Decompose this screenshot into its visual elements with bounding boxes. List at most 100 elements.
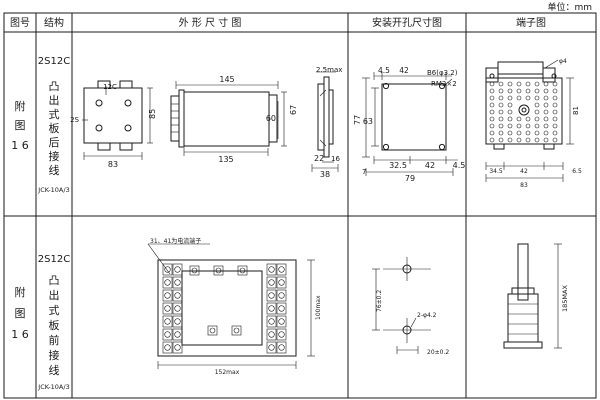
terminal-pin — [489, 109, 495, 115]
svg-text:接: 接 — [49, 349, 60, 362]
terminal-pin — [543, 95, 549, 101]
row1-terminal-drawing — [485, 59, 574, 182]
svg-text:线: 线 — [49, 363, 60, 377]
row1-front-dim-height: 85 — [148, 109, 157, 119]
terminal-pin — [507, 88, 513, 94]
terminal-pin — [525, 88, 531, 94]
terminal-cell — [189, 265, 200, 276]
terminal-screw — [164, 279, 171, 286]
terminal-cell — [162, 341, 173, 354]
terminal-cell — [276, 276, 287, 289]
terminal-pin — [489, 102, 495, 108]
terminal-pin — [525, 123, 531, 129]
row1-side-dim-h2: 67 — [289, 105, 298, 115]
terminal-screw — [174, 305, 181, 312]
terminal-pin — [534, 137, 540, 143]
terminal-cell — [266, 302, 277, 315]
row1-cut-rm: RM2×2 — [431, 80, 457, 88]
row2-fig-line3: 1 6 — [11, 328, 29, 341]
terminal-pin — [507, 102, 513, 108]
terminal-screw — [164, 331, 171, 338]
terminal-screw — [278, 318, 285, 325]
terminal-cell — [237, 265, 248, 276]
terminal-pin — [516, 81, 522, 87]
terminal-screw — [164, 318, 171, 325]
terminal-pin — [516, 130, 522, 136]
terminal-pin — [552, 88, 558, 94]
terminal-pin — [489, 116, 495, 122]
terminal-cell — [276, 315, 287, 328]
row2-side-view — [503, 243, 562, 349]
terminal-cell — [266, 341, 277, 354]
header-structure: 结构 — [44, 16, 64, 29]
terminal-screw — [209, 327, 216, 334]
terminal-pin — [498, 109, 504, 115]
row1-cut-dim-left: 7 — [362, 168, 366, 176]
terminal-pin — [516, 123, 522, 129]
terminal-screw — [268, 305, 275, 312]
row1-cut-dim-t2: 42 — [399, 66, 409, 75]
terminal-cell — [266, 276, 277, 289]
terminal-pin — [552, 81, 558, 87]
terminal-screw — [174, 344, 181, 351]
terminal-screw — [278, 331, 285, 338]
terminal-screw — [278, 279, 285, 286]
row1-front-dim-top: 12C — [103, 83, 117, 91]
terminal-pin — [525, 137, 531, 143]
terminal-cell — [172, 328, 183, 341]
row2-fig-line1: 附 — [15, 285, 26, 299]
svg-text:式: 式 — [49, 108, 60, 121]
terminal-screw — [174, 266, 181, 273]
terminal-pin — [525, 130, 531, 136]
row2-cutout-drawing — [372, 257, 431, 354]
terminal-pin — [507, 81, 513, 87]
terminal-pin — [552, 137, 558, 143]
row1-front-dim-left: 2S — [70, 116, 79, 124]
terminal-cell — [266, 328, 277, 341]
terminal-pin — [534, 130, 540, 136]
terminal-pin — [543, 137, 549, 143]
terminal-pin — [543, 109, 549, 115]
row1-fig-line3: 1 6 — [11, 139, 29, 152]
terminal-pin — [552, 102, 558, 108]
terminal-cell — [162, 276, 173, 289]
terminal-cell — [172, 276, 183, 289]
terminal-pin — [552, 95, 558, 101]
terminal-screw — [233, 327, 240, 334]
row1-model: 2S12C — [38, 56, 70, 67]
terminal-cell — [276, 341, 287, 354]
terminal-cell — [266, 315, 277, 328]
terminal-screw — [268, 344, 275, 351]
terminal-cell — [266, 289, 277, 302]
terminal-pin — [552, 123, 558, 129]
header-cutout: 安装开孔尺寸图 — [372, 16, 442, 29]
row1-structure-text: 凸 出 式 板 后 接 线 — [49, 80, 60, 177]
terminal-screw — [164, 344, 171, 351]
terminal-pin — [507, 130, 513, 136]
terminal-pin — [516, 88, 522, 94]
row2-front-dim-height: 100max — [315, 295, 322, 320]
terminal-pin — [534, 81, 540, 87]
header-terminal: 端子图 — [516, 16, 546, 29]
terminal-pin — [498, 123, 504, 129]
svg-text:接: 接 — [49, 150, 60, 163]
terminal-cell — [162, 328, 173, 341]
terminal-pin — [489, 137, 495, 143]
terminal-cell — [276, 328, 287, 341]
terminal-pin — [489, 81, 495, 87]
row1-side-dim-h1: 60 — [266, 114, 276, 123]
terminal-pin — [498, 116, 504, 122]
row1-side-view — [170, 81, 287, 156]
row1-cut-total: 79 — [405, 174, 415, 183]
terminal-pin — [543, 130, 549, 136]
row1-cut-dim-b2: 42 — [425, 161, 435, 170]
terminal-cell — [207, 325, 218, 336]
row1-term-dim-h: 81 — [572, 106, 580, 115]
row2-note: 31、41为电流端子 — [150, 237, 201, 245]
table-frame — [3, 12, 597, 399]
terminal-pin — [534, 102, 540, 108]
row1-cutout-drawing — [362, 72, 458, 176]
terminal-screw — [215, 267, 222, 274]
terminal-pin — [534, 116, 540, 122]
terminal-cell — [162, 315, 173, 328]
